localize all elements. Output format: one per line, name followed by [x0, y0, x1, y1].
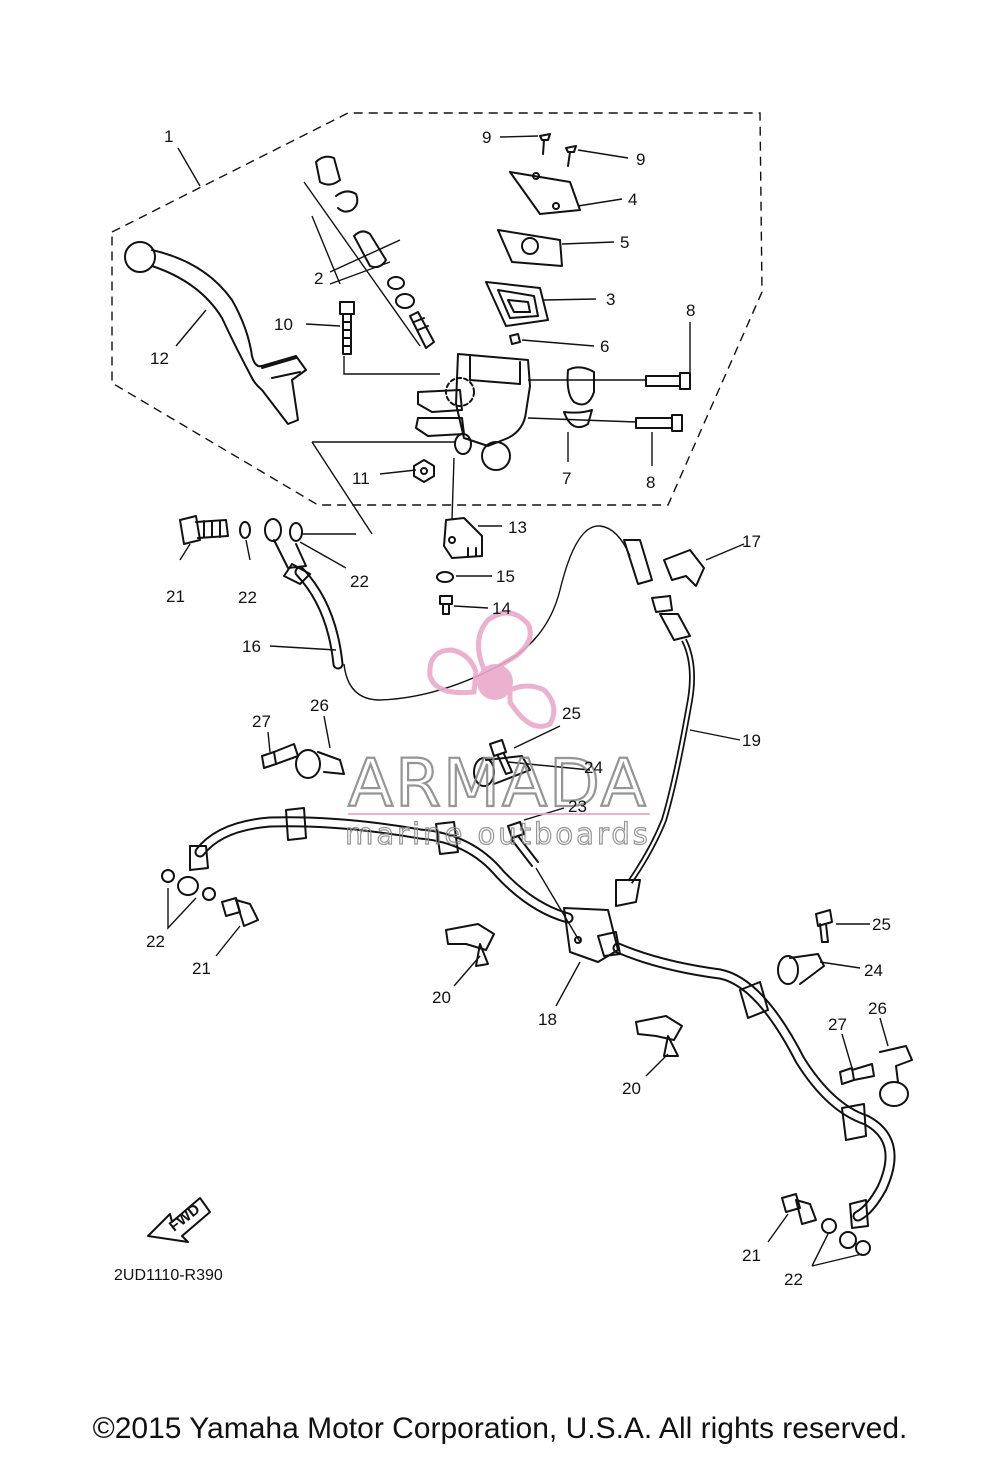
callout-10: 10: [274, 315, 293, 334]
callout-12: 12: [150, 349, 169, 368]
callout-20-right: 20: [622, 1079, 641, 1098]
hose-guide-right: [879, 1045, 913, 1107]
callout-9-right: 9: [636, 150, 645, 169]
callout-8-lower: 8: [646, 473, 655, 492]
leader-lines: [167, 135, 889, 1267]
handlebar-holder: [563, 366, 595, 428]
fwd-label: FWD: [166, 1201, 204, 1236]
callout-25-upper: 25: [562, 704, 581, 723]
callout-20-left: 20: [432, 988, 451, 1007]
cap-screw-1: [539, 133, 551, 155]
master-cylinder-body: [415, 353, 531, 471]
callout-4: 4: [628, 190, 637, 209]
hose-clip-left: [445, 923, 495, 967]
forward-direction-arrow: FWD: [147, 1197, 211, 1243]
callout-1: 1: [164, 127, 173, 146]
brake-lever: [124, 241, 307, 425]
holder-bolt-upper: [645, 372, 691, 390]
brake-hose-joint: [563, 907, 621, 963]
diaphragm-plate: [497, 229, 563, 267]
hose-guide-upper: [295, 749, 345, 779]
holder-bolt-lower: [635, 414, 683, 432]
switch-washer: [436, 571, 454, 583]
callout-6: 6: [600, 337, 609, 356]
cap-screw-2: [565, 145, 577, 167]
callout-15: 15: [496, 567, 515, 586]
callout-25-right: 25: [872, 915, 891, 934]
callout-21-top: 21: [166, 587, 185, 606]
watermark-tagline: marine outboards: [345, 817, 651, 851]
pipe-clip-top: [663, 549, 705, 587]
callout-24-right: 24: [864, 961, 883, 980]
hose-clip-right: [635, 1015, 683, 1057]
callout-5: 5: [620, 233, 629, 252]
watermark: ARMADA marine outboards: [345, 610, 651, 852]
callout-9-left: 9: [482, 128, 491, 147]
reservoir-cap: [509, 171, 581, 215]
callout-19: 19: [742, 731, 761, 750]
clamp-bolt-right: [815, 909, 833, 943]
piston-kit: [315, 155, 435, 349]
gasket-left-1: [161, 869, 175, 883]
callout-21-left: 21: [192, 959, 211, 978]
diaphragm: [485, 281, 549, 327]
callout-7: 7: [562, 469, 571, 488]
callout-26-upper: 26: [310, 696, 329, 715]
callout-22-top-left: 22: [238, 588, 257, 607]
diagram-code: 2UD1110-R390: [114, 1267, 223, 1284]
propeller-logo: [427, 610, 557, 729]
callout-14: 14: [492, 599, 511, 618]
union-bolt-top: [179, 515, 229, 545]
lever-nut: [413, 459, 435, 483]
lever-pivot-bolt: [339, 301, 355, 355]
float: [509, 333, 521, 345]
callout-8-upper: 8: [686, 301, 695, 320]
callout-2: 2: [314, 269, 323, 288]
hose-clamp-right: [777, 953, 825, 985]
callout-23: 23: [568, 797, 587, 816]
joint-bolt: [507, 821, 539, 867]
guide-bolt-upper: [261, 743, 299, 769]
callout-22-left: 22: [146, 932, 165, 951]
banjo-fitting-right: [839, 1231, 857, 1249]
copyright-notice: ©2015 Yamaha Motor Corporation, U.S.A. A…: [92, 1412, 908, 1445]
callout-13: 13: [508, 518, 527, 537]
union-bolt-right: [781, 1193, 817, 1225]
banjo-fitting-left: [177, 876, 199, 896]
callout-17: 17: [742, 532, 761, 551]
brake-hose-master: [283, 525, 631, 701]
callout-24-upper: 24: [584, 758, 603, 777]
callout-3: 3: [606, 290, 615, 309]
hose-clamp-upper: [473, 755, 531, 787]
brake-hose-front: [189, 807, 896, 1229]
callout-22-right: 22: [784, 1270, 803, 1289]
gasket-top-2: [289, 522, 303, 542]
callout-18: 18: [538, 1010, 557, 1029]
callout-16: 16: [242, 637, 261, 656]
clamp-bolt-upper: [489, 739, 513, 775]
callout-labels: 1 2 3 4 5 6 7 8 8 9 9 10 11 12 13 14 15 …: [146, 127, 891, 1289]
gasket-left-2: [202, 887, 216, 901]
brake-pipe: [615, 539, 695, 907]
callout-26-right: 26: [868, 999, 887, 1018]
watermark-brand: ARMADA: [348, 745, 648, 822]
gasket-top-1: [239, 521, 251, 539]
brake-switch: [443, 517, 483, 559]
callout-22-top-right: 22: [350, 572, 369, 591]
callout-27-right: 27: [828, 1015, 847, 1034]
gasket-right-1: [821, 1218, 837, 1234]
callout-21-right: 21: [742, 1246, 761, 1265]
gasket-right-2: [855, 1240, 871, 1256]
callout-27-upper: 27: [252, 712, 271, 731]
assembly-boundary: [111, 112, 763, 506]
switch-screw: [439, 595, 453, 615]
guide-bolt-right: [839, 1063, 875, 1085]
callout-11: 11: [352, 469, 370, 488]
union-bolt-left: [221, 897, 259, 927]
